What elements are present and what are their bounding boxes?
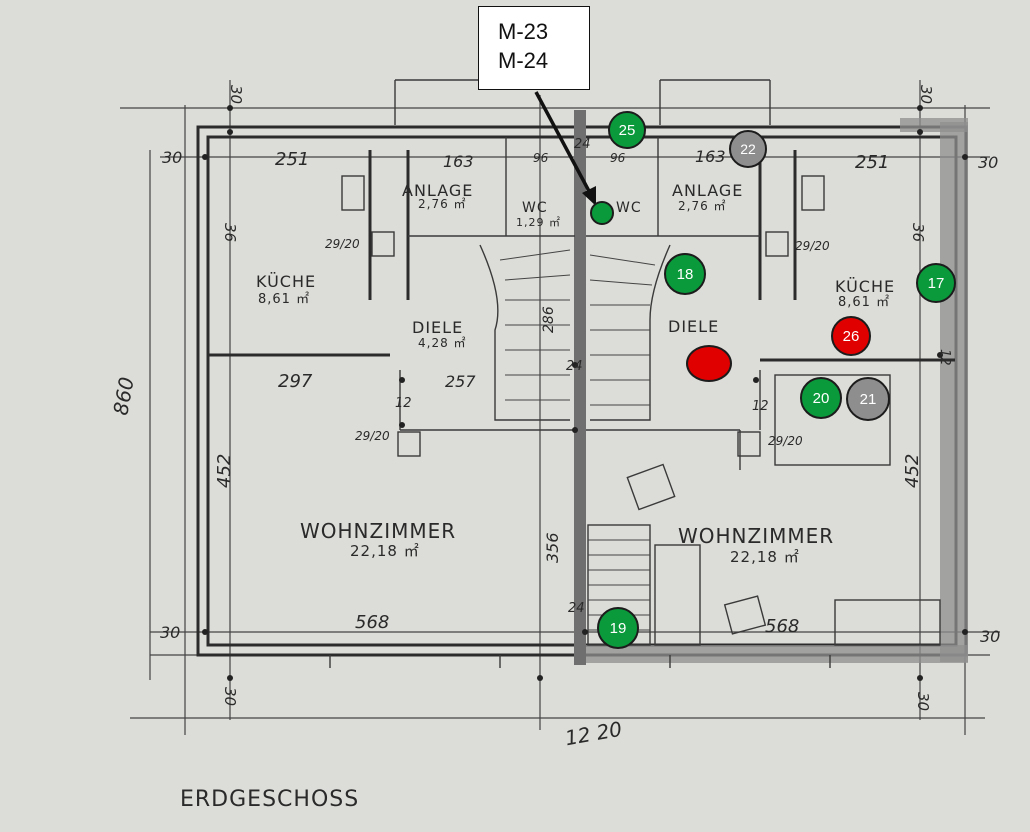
dim-12-a: 12 <box>395 396 412 411</box>
marker-17[interactable]: 17 <box>916 263 956 303</box>
dim-30-bot-r: 30 <box>914 692 932 711</box>
marker-20[interactable]: 20 <box>800 377 842 419</box>
dim-568-right: 568 <box>765 616 799 637</box>
dim-24-bot: 24 <box>568 601 585 616</box>
dim-30-tr: 30 <box>978 153 998 172</box>
callout-line-1: M-23 <box>498 19 549 44</box>
room-anlage-right: ANLAGE <box>672 181 743 200</box>
dim-251-right: 251 <box>855 152 889 173</box>
floor-title: ERDGESCHOSS <box>180 787 359 812</box>
marker-21-label: 21 <box>859 390 877 408</box>
room-wohn-right-area: 22,18 ㎡ <box>730 548 800 566</box>
room-diele-right: DIELE <box>668 317 719 336</box>
dim-12-c: 12 <box>937 349 952 366</box>
dim-96-right: 96 <box>610 151 626 165</box>
room-anlage-left-area: 2,76 ㎡ <box>418 197 467 211</box>
room-anlage-left: ANLAGE <box>402 181 473 200</box>
room-wc-left: WC <box>522 200 548 216</box>
room-wohn-right: WOHNZIMMER <box>678 524 834 548</box>
room-anlage-right-area: 2,76 ㎡ <box>678 199 727 213</box>
dim-257: 257 <box>445 372 476 391</box>
dim-29-4: 29/20 <box>768 434 803 448</box>
room-kueche-right-area: 8,61 ㎡ <box>838 295 890 310</box>
dimension-dots <box>202 105 968 681</box>
dim-36-left: 36 <box>221 223 239 242</box>
marker-25-label: 25 <box>618 121 636 139</box>
dim-29-1: 29/20 <box>325 237 360 251</box>
marker-25[interactable]: 25 <box>608 111 646 149</box>
room-kueche-left: KÜCHE <box>256 272 316 291</box>
dim-30-top-r: 30 <box>917 85 935 104</box>
dim-36-right: 36 <box>909 223 927 242</box>
marker-19[interactable]: 19 <box>597 607 639 649</box>
marker-19-label: 19 <box>609 619 627 637</box>
room-wohn-left: WOHNZIMMER <box>300 519 456 543</box>
room-diele-left: DIELE <box>412 318 463 337</box>
dim-163-left: 163 <box>443 152 474 171</box>
room-wc-left-area: 1,29 ㎡ <box>516 216 561 229</box>
room-kueche-left-area: 8,61 ㎡ <box>258 292 310 307</box>
room-wohn-left-area: 22,18 ㎡ <box>350 542 420 560</box>
marker-21[interactable]: 21 <box>846 377 890 421</box>
dim-12-b: 12 <box>752 399 769 414</box>
dim-29-2: 29/20 <box>795 239 830 253</box>
dim-24-mid: 24 <box>566 359 583 374</box>
dim-286: 286 <box>541 306 557 333</box>
marker-20-label: 20 <box>812 389 830 407</box>
dim-30-br: 30 <box>980 627 1000 646</box>
marker-18[interactable]: 18 <box>664 253 706 295</box>
dim-452-right: 452 <box>902 454 923 488</box>
dim-297: 297 <box>278 371 313 392</box>
dim-30-bot-l: 30 <box>221 687 239 706</box>
marker-small-green[interactable] <box>590 201 614 225</box>
dim-30-bl: 30 <box>160 623 180 642</box>
callout-arrow <box>534 91 596 206</box>
marker-18-label: 18 <box>676 265 694 283</box>
room-kueche-right: KÜCHE <box>835 277 895 296</box>
dim-96-left: 96 <box>533 151 549 165</box>
callout-box: M-23 M-24 <box>478 6 590 90</box>
room-wc-right: WC <box>616 200 642 216</box>
dim-29-3: 29/20 <box>355 429 390 443</box>
walls <box>196 79 968 668</box>
dim-30-top-l: 30 <box>227 85 245 104</box>
marker-17-label: 17 <box>927 274 945 292</box>
callout-line-2: M-24 <box>498 48 549 73</box>
marker-22[interactable]: 22 <box>729 130 767 168</box>
marker-26-label: 26 <box>842 327 860 345</box>
room-diele-left-area: 4,28 ㎡ <box>418 336 467 350</box>
dim-24-top: 24 <box>574 137 591 152</box>
marker-22-label: 22 <box>740 141 756 157</box>
dim-163-right: 163 <box>695 147 726 166</box>
dim-452-left: 452 <box>214 454 235 488</box>
dim-30-tl: 30 <box>162 148 182 167</box>
marker-big-red[interactable] <box>686 345 732 382</box>
dim-251-left: 251 <box>275 149 309 170</box>
marker-26[interactable]: 26 <box>831 316 871 356</box>
dim-356-mid: 356 <box>543 532 562 563</box>
dim-568: 568 <box>355 612 389 633</box>
